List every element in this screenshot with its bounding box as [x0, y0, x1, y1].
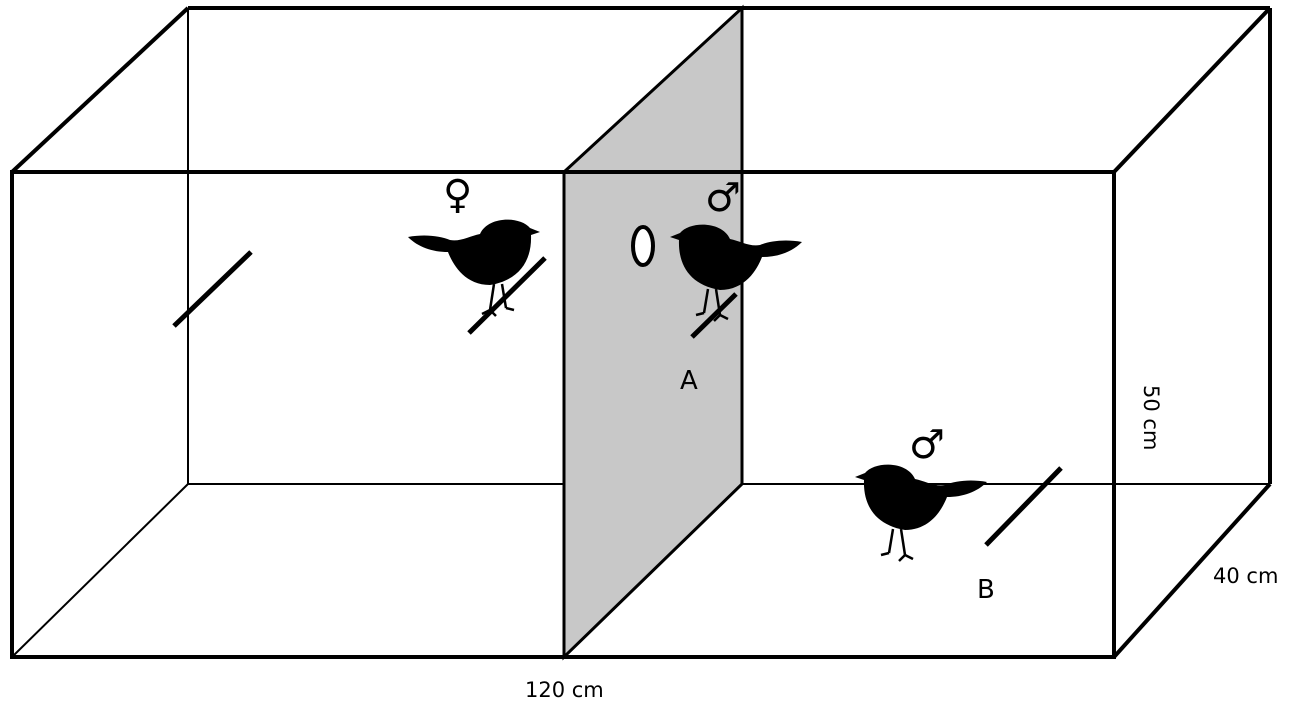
cage-front-edges — [10, 6, 1272, 659]
perch-a-label: A — [680, 366, 698, 396]
top-left-depth-edge — [10, 6, 190, 174]
height-dimension-label: 50 cm — [1139, 385, 1163, 451]
front-face — [10, 170, 1116, 659]
bottom-left-depth-edge — [11, 483, 189, 658]
depth-dimension-label: 40 cm — [1213, 564, 1279, 588]
male-symbol-a: ♂ — [705, 175, 741, 221]
male-symbol-b: ♂ — [909, 422, 945, 468]
perch-female — [467, 256, 547, 335]
female-symbol: ♀ — [443, 172, 473, 218]
bottom-right-depth-edge — [1112, 482, 1272, 659]
partition-panel — [562, 4, 744, 661]
perch-b-label: B — [977, 575, 995, 605]
width-dimension-label: 120 cm — [525, 678, 604, 702]
perch-b — [984, 466, 1063, 547]
male-bird-b — [853, 463, 989, 563]
perch-a — [690, 292, 738, 339]
top-right-depth-edge — [1112, 6, 1272, 174]
perch-left — [172, 250, 253, 328]
female-bird — [406, 218, 542, 318]
nest-hole — [631, 225, 655, 267]
perches — [172, 250, 1063, 547]
